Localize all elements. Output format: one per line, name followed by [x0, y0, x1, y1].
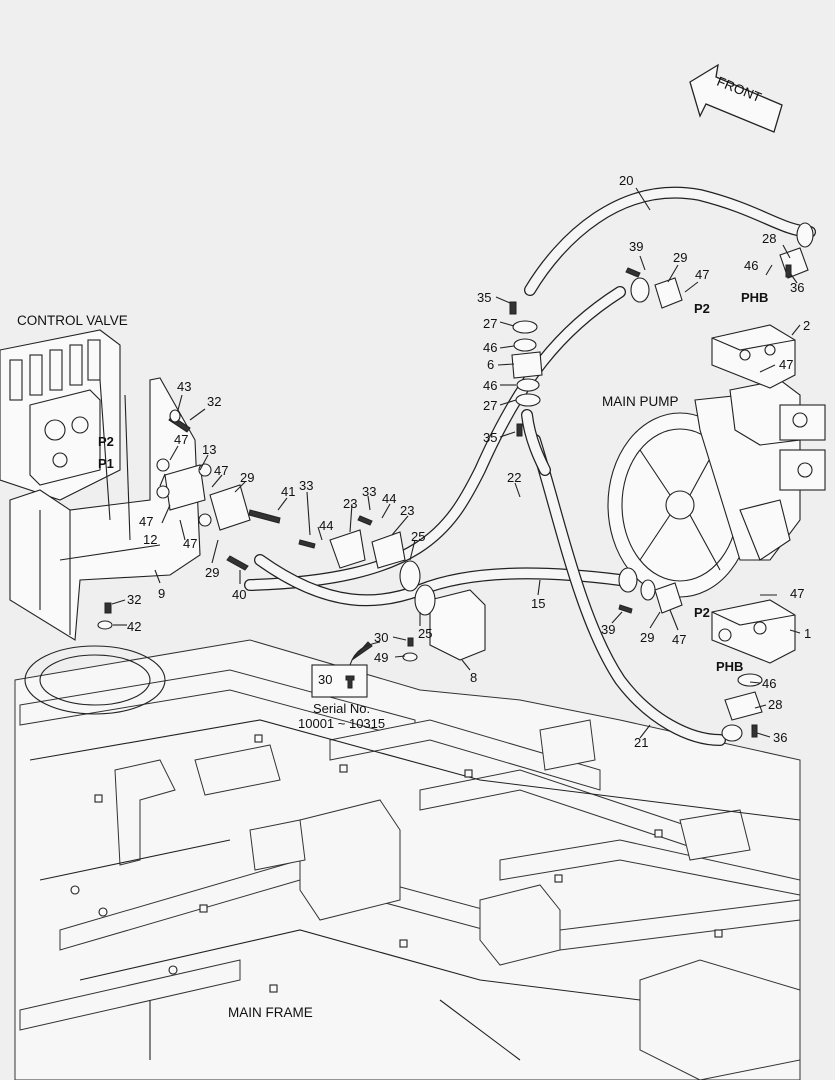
serial-inset-box — [311, 664, 368, 698]
callout-46: 46 — [762, 676, 776, 691]
callout-46: 46 — [483, 378, 497, 393]
port-p1-valve: P1 — [98, 456, 114, 471]
caption-control-valve: CONTROL VALVE — [17, 313, 128, 328]
callout-29: 29 — [205, 565, 219, 580]
port-p2-lower: P2 — [694, 605, 710, 620]
port-phb-upper: PHB — [741, 290, 768, 305]
callout-25: 25 — [411, 529, 425, 544]
main-pump-drawing — [607, 324, 826, 664]
callout-41: 41 — [281, 484, 295, 499]
callout-39: 39 — [601, 622, 615, 637]
callout-49: 49 — [374, 650, 388, 665]
port-phb-lower: PHB — [716, 659, 743, 674]
control-valve-drawing — [0, 329, 201, 641]
callout-21: 21 — [634, 735, 648, 750]
callout-43: 43 — [177, 379, 191, 394]
main-frame-drawing — [14, 639, 801, 1080]
callout-35: 35 — [477, 290, 491, 305]
callout-35: 35 — [483, 430, 497, 445]
callout-39: 39 — [629, 239, 643, 254]
callout-25: 25 — [418, 626, 432, 641]
callout-46: 46 — [483, 340, 497, 355]
callout-47: 47 — [672, 632, 686, 647]
fittings-drawing — [97, 222, 814, 742]
callout-32: 32 — [127, 592, 141, 607]
callout-47: 47 — [790, 586, 804, 601]
callout-44: 44 — [382, 491, 396, 506]
serial-range: 10001 ~ 10315 — [298, 716, 385, 731]
callout-36: 36 — [790, 280, 804, 295]
callout-13: 13 — [202, 442, 216, 457]
callout-15: 15 — [531, 596, 545, 611]
port-p2-upper: P2 — [694, 301, 710, 316]
serial-inset: 30 Serial No. 10001 ~ 10315 — [298, 641, 385, 731]
callout-44: 44 — [319, 518, 333, 533]
callout-28: 28 — [762, 231, 776, 246]
callout-46: 46 — [744, 258, 758, 273]
callout-29: 29 — [240, 470, 254, 485]
port-p2-valve: P2 — [98, 434, 114, 449]
callout-1: 1 — [804, 626, 811, 641]
callout-12: 12 — [143, 532, 157, 547]
callout-6: 6 — [487, 357, 494, 372]
callout-23: 23 — [343, 496, 357, 511]
callout-27: 27 — [483, 316, 497, 331]
leader-lines — [111, 187, 801, 739]
callout-23: 23 — [400, 503, 414, 518]
callout-9: 9 — [158, 586, 165, 601]
callout-8: 8 — [470, 670, 477, 685]
callout-32: 32 — [207, 394, 221, 409]
front-arrow-icon: FRONT — [689, 63, 783, 133]
serial-label: Serial No. — [313, 701, 370, 716]
callout-33: 33 — [362, 484, 376, 499]
caption-main-frame: MAIN FRAME — [228, 1005, 313, 1020]
serial-part-number: 30 — [318, 672, 332, 687]
callout-28: 28 — [768, 697, 782, 712]
callout-47: 47 — [214, 463, 228, 478]
callout-2: 2 — [803, 318, 810, 333]
callout-47: 47 — [139, 514, 153, 529]
callout-40: 40 — [232, 587, 246, 602]
callout-47: 47 — [174, 432, 188, 447]
callout-33: 33 — [299, 478, 313, 493]
callout-27: 27 — [483, 398, 497, 413]
callout-42: 42 — [127, 619, 141, 634]
callout-47: 47 — [779, 357, 793, 372]
callout-29: 29 — [640, 630, 654, 645]
callout-47: 47 — [183, 536, 197, 551]
callout-47: 47 — [695, 267, 709, 282]
callout-22: 22 — [507, 470, 521, 485]
caption-main-pump: MAIN PUMP — [602, 394, 679, 409]
callout-20: 20 — [619, 173, 633, 188]
callout-36: 36 — [773, 730, 787, 745]
callout-29: 29 — [673, 250, 687, 265]
callout-numbers: 20 28 39 29 47 46 36 35 27 46 6 46 27 35… — [127, 173, 811, 750]
callout-30: 30 — [374, 630, 388, 645]
